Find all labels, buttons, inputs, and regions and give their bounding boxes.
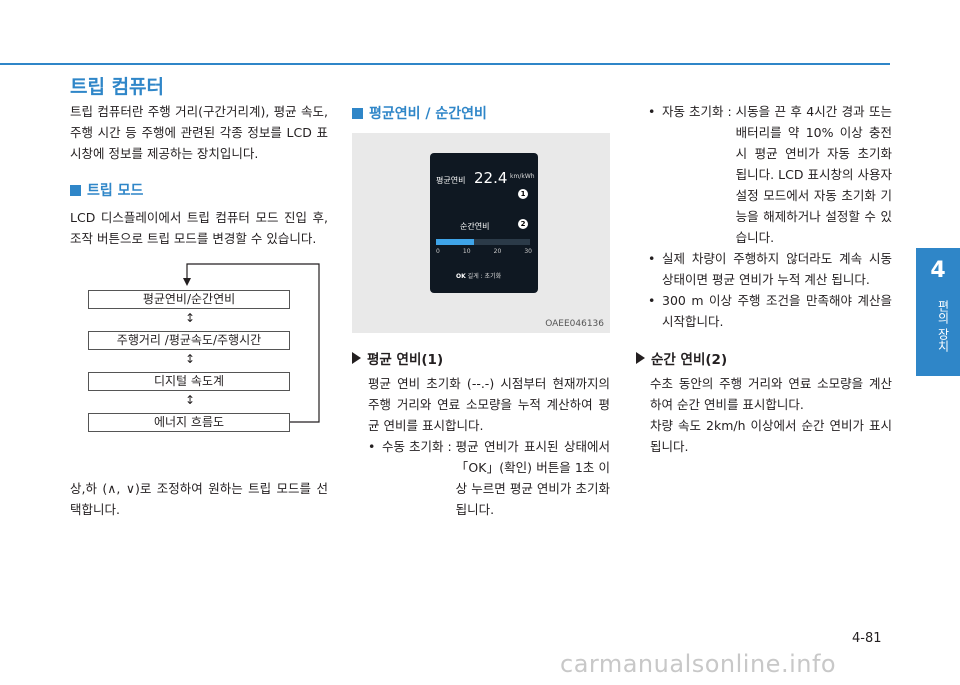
- bullet-text: 시동을 끈 후 4시간 경과 또는 배터리를 약 10% 이상 충전시 평균 연…: [735, 104, 892, 245]
- lcd-screen: 평균연비 22.4 km/kWh 1 순간연비 2 0 10 20 30 OK …: [430, 153, 538, 293]
- inst-fuel-text-1: 수초 동안의 주행 거리와 연료 소모량을 계산하여 순간 연비를 표시합니다.: [650, 376, 892, 412]
- triangle-bullet-icon: [636, 352, 645, 364]
- chapter-number: 4: [930, 258, 946, 283]
- chapter-label: 편의 장치: [936, 300, 950, 352]
- scale-tick: 10: [462, 248, 471, 255]
- scale-tick: 0: [436, 248, 440, 255]
- trip-mode-title: 트립 모드: [87, 183, 144, 199]
- ok-hint-text: 길게 : 초기화: [467, 273, 502, 280]
- bullet-text: 실제 차량이 주행하지 않더라도 계속 시동 상태이면 평균 연비가 누적 계산…: [662, 251, 892, 287]
- bullet-label: 자동 초기화 :: [662, 104, 732, 119]
- trip-mode-heading: 트립 모드: [70, 180, 328, 200]
- ok-label: OK: [456, 273, 466, 280]
- avg-value: 22.4: [474, 169, 508, 187]
- updown-arrow-icon: ↕: [185, 352, 196, 366]
- bullet-label: 수동 초기화 :: [382, 439, 452, 454]
- trip-mode-footer-text: 상,하 (∧, ∨)로 조정하여 원하는 트립 모드를 선택합니다.: [70, 481, 328, 517]
- trip-mode-text: LCD 디스플레이에서 트립 컴퓨터 모드 진입 후, 조작 버튼으로 트립 모…: [70, 210, 328, 246]
- flow-box-trip-info: 주행거리 /평균속도/주행시간: [88, 331, 290, 350]
- image-code: OAEE046136: [545, 319, 604, 329]
- intro-text: 트립 컴퓨터란 주행 거리(구간거리계), 평균 속도, 주행 시간 등 주행에…: [70, 104, 328, 161]
- inst-fuel-text-2: 차량 속도 2km/h 이상에서 순간 연비가 표시 됩니다.: [650, 418, 892, 454]
- chapter-tab: [916, 248, 960, 376]
- triangle-bullet-icon: [352, 352, 361, 364]
- trip-mode-body: LCD 디스플레이에서 트립 컴퓨터 모드 진입 후, 조작 버튼으로 트립 모…: [70, 207, 328, 249]
- updown-arrow-icon: ↕: [185, 393, 196, 407]
- bullet-dot: •: [648, 104, 656, 119]
- intro-section: 트립 컴퓨터란 주행 거리(구간거리계), 평균 속도, 주행 시간 등 주행에…: [70, 101, 328, 164]
- updown-arrow-icon: ↕: [185, 311, 196, 325]
- inst-label: 순간연비: [460, 222, 490, 231]
- trip-mode-footer: 상,하 (∧, ∨)로 조정하여 원하는 트립 모드를 선택합니다.: [70, 478, 328, 520]
- flow-loop-arrow-icon: [183, 263, 320, 423]
- bullet-text: 평균 연비가 표시된 상태에서 「OK」(확인) 버튼을 1초 이상 누르면 평…: [455, 439, 610, 517]
- square-bullet-icon: [70, 184, 81, 196]
- inst-fuel-title: 순간 연비(2): [651, 352, 728, 368]
- callout-1: 1: [518, 189, 528, 199]
- page-title: 트립 컴퓨터: [70, 76, 165, 98]
- inst-bar-track: [436, 239, 530, 245]
- bullet-text: 300 m 이상 주행 조건을 만족해야 계산을 시작합니다.: [662, 293, 892, 329]
- scale-tick: 20: [493, 248, 502, 255]
- ok-hint: OK 길게 : 초기화: [456, 271, 501, 280]
- avg-fuel-body: 평균 연비 초기화 (--.-) 시점부터 현재까지의 주행 거리와 연료 소모…: [368, 373, 610, 520]
- avg-fuel-heading: 평균 연비(1): [352, 348, 610, 368]
- header-rule: [0, 63, 890, 65]
- inst-fuel-body: 수초 동안의 주행 거리와 연료 소모량을 계산하여 순간 연비를 표시합니다.…: [650, 373, 892, 457]
- flow-box-digital-speedometer: 디지털 속도계: [88, 372, 290, 391]
- watermark: carmanualsonline.info: [560, 650, 837, 678]
- square-bullet-icon: [352, 107, 363, 119]
- auto-reset-bullet: • 자동 초기화 : 시동을 끈 후 4시간 경과 또는 배터리를 약 10% …: [636, 101, 892, 248]
- scale-tick: 30: [524, 248, 532, 255]
- trip-mode-flow-diagram: 평균연비/순간연비 ↕ 주행거리 /평균속도/주행시간 ↕ 디지털 속도계 ↕ …: [88, 262, 320, 442]
- cluster-photo: 평균연비 22.4 km/kWh 1 순간연비 2 0 10 20 30 OK …: [352, 133, 610, 333]
- bullet-dot: •: [648, 293, 656, 308]
- flow-box-fuel-economy: 평균연비/순간연비: [88, 290, 290, 309]
- inst-bar-fill: [436, 239, 474, 245]
- page-number: 4-81: [852, 631, 882, 646]
- fuel-economy-title: 평균연비 / 순간연비: [369, 106, 487, 122]
- distance-condition-bullet: • 300 m 이상 주행 조건을 만족해야 계산을 시작합니다.: [636, 290, 892, 332]
- flow-box-energy-flow: 에너지 흐름도: [88, 413, 290, 432]
- callout-2: 2: [518, 219, 528, 229]
- inst-scale: 0 10 20 30: [436, 248, 532, 255]
- accumulate-bullet: • 실제 차량이 주행하지 않더라도 계속 시동 상태이면 평균 연비가 누적 …: [636, 248, 892, 290]
- avg-label: 평균연비: [436, 176, 466, 185]
- bullet-dot: •: [648, 251, 656, 266]
- inst-fuel-heading: 순간 연비(2): [636, 348, 892, 368]
- avg-fuel-title: 평균 연비(1): [367, 352, 444, 368]
- bullet-dot: •: [368, 439, 376, 454]
- manual-reset-bullet: • 수동 초기화 : 평균 연비가 표시된 상태에서 「OK」(확인) 버튼을 …: [368, 436, 610, 520]
- reset-bullets: • 자동 초기화 : 시동을 끈 후 4시간 경과 또는 배터리를 약 10% …: [636, 101, 892, 332]
- fuel-economy-heading: 평균연비 / 순간연비: [352, 103, 610, 123]
- avg-unit: km/kWh: [510, 173, 535, 180]
- avg-fuel-text: 평균 연비 초기화 (--.-) 시점부터 현재까지의 주행 거리와 연료 소모…: [368, 376, 610, 433]
